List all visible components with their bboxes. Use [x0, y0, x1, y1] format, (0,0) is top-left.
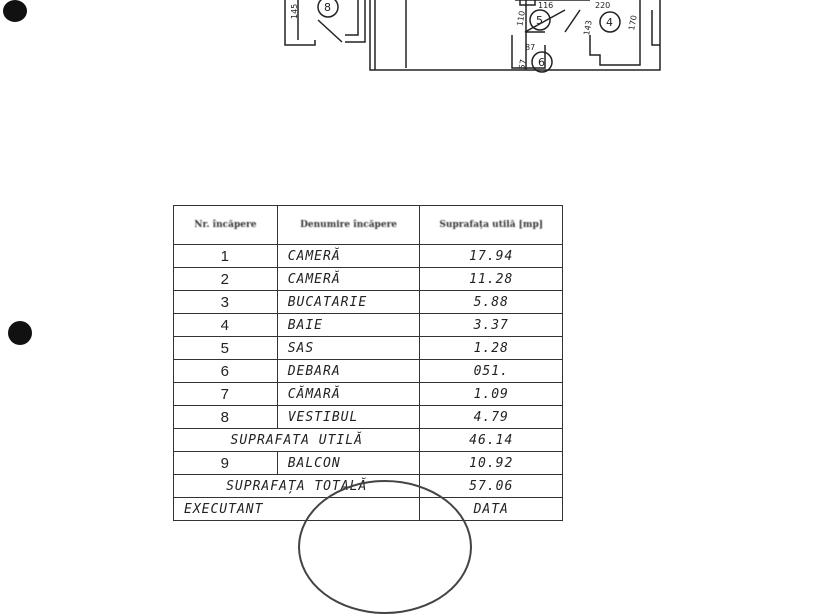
dimension: 116	[538, 1, 553, 10]
room-area: 1.09	[419, 382, 563, 406]
room-nr: 7	[173, 382, 278, 406]
dimension: 110	[515, 10, 527, 27]
room-nr: 2	[173, 267, 278, 291]
room-area: 3.37	[419, 313, 563, 337]
room-name: CĂMARĂ	[276, 382, 421, 406]
room-nr: 9	[173, 451, 278, 475]
room-area: 4.79	[419, 405, 563, 429]
room-name: BALCON	[276, 451, 421, 475]
room-name: BAIE	[276, 313, 421, 337]
punch-hole	[3, 0, 27, 22]
dimension: 145	[290, 4, 299, 19]
dimension: 57	[517, 59, 528, 71]
room-name: SAS	[276, 336, 421, 360]
room-area: 5.88	[419, 290, 563, 314]
dimension: 220	[595, 1, 610, 10]
room-area: 051.	[419, 359, 563, 383]
room-area: 1.28	[419, 336, 563, 360]
room-nr: 3	[173, 290, 278, 314]
room-label: 5	[536, 14, 543, 27]
table-header: Nr. încăpere Denumire încăpere Suprafața…	[173, 205, 563, 245]
room-nr: 4	[173, 313, 278, 337]
room-name: BUCATARIE	[276, 290, 421, 314]
subtotal-label: SUPRAFATA UTILĂ	[172, 428, 421, 452]
room-label: 4	[606, 16, 613, 29]
room-area-table: Nr. încăpere Denumire încăpere Suprafața…	[172, 205, 563, 521]
room-area: 17.94	[419, 244, 563, 268]
room-name: DEBARA	[276, 359, 421, 383]
room-name: CAMERĂ	[276, 244, 421, 268]
room-name: VESTIBUL	[276, 405, 421, 429]
punch-hole	[8, 321, 32, 345]
room-nr: 8	[173, 405, 278, 429]
col-header-nr: Nr. încăpere	[173, 205, 278, 245]
room-nr: 6	[173, 359, 278, 383]
subtotal-value: 46.14	[419, 428, 563, 452]
dimension: 143	[582, 20, 594, 37]
room-area: 10.92	[419, 451, 563, 475]
room-label: 6	[538, 56, 545, 69]
room-nr: 1	[173, 244, 278, 268]
room-8-marker	[317, 0, 339, 18]
dimension: 87	[525, 43, 535, 52]
col-header-name: Denumire încăpere	[276, 205, 421, 245]
room-area: 11.28	[419, 267, 563, 291]
dimension: 170	[627, 15, 639, 32]
total-value: 57.06	[419, 474, 563, 498]
official-stamp	[298, 480, 472, 614]
floor-plan: 8 5 4 6 145 116 110 220 143 170 87 57	[284, 0, 661, 73]
room-label: 8	[324, 1, 331, 14]
room-name: CAMERĂ	[276, 267, 421, 291]
col-header-area: Suprafața utilă [mp]	[419, 205, 563, 245]
room-nr: 5	[173, 336, 278, 360]
